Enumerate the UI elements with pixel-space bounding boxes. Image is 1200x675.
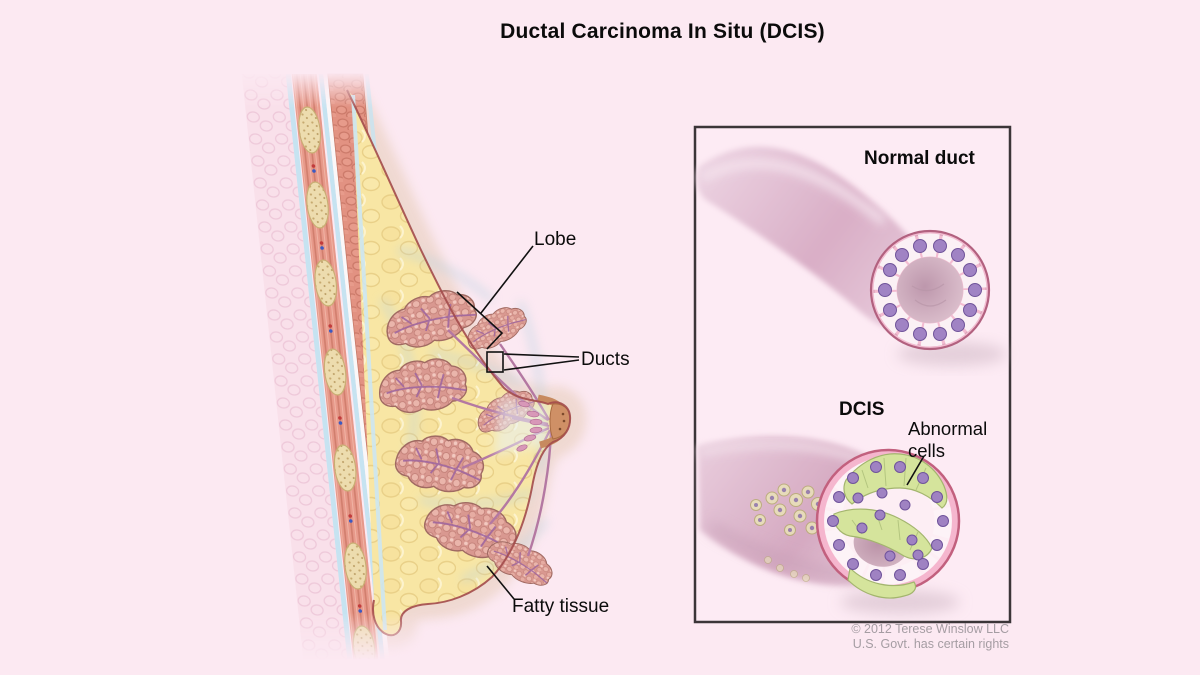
- lactiferous-sinuses: [516, 400, 543, 452]
- retromammary-fascia: [351, 94, 387, 631]
- ducts-highlight-box: [486, 351, 504, 373]
- normal-cell-nuclei: [878, 239, 982, 341]
- lobe-bracket: [456, 291, 504, 350]
- dcis-duct-shadow: [840, 590, 960, 614]
- label-normal-duct: Normal duct: [864, 148, 975, 169]
- inset-panel: [693, 125, 1012, 624]
- page-title: Ductal Carcinoma In Situ (DCIS): [500, 20, 825, 43]
- callout-lines: [456, 245, 580, 600]
- abnormal-cells-pointer-line: [906, 455, 925, 486]
- copyright-line-2: U.S. Govt. has certain rights: [852, 637, 1009, 651]
- ducts-pointer-lines: [503, 353, 580, 371]
- fascia-line: [318, 74, 385, 660]
- copyright-credit: © 2012 Terese Winslow LLC U.S. Govt. has…: [851, 622, 1009, 652]
- fatty-tissue-pointer-line: [486, 565, 515, 600]
- nipple-fan: [494, 396, 548, 456]
- lobe-pointer-line: [480, 245, 534, 314]
- dcis-cell-nuclei: [827, 461, 949, 581]
- dcis-duct-figure: [698, 436, 961, 614]
- normal-duct-figure: [696, 146, 1007, 366]
- label-ducts: Ducts: [581, 349, 630, 370]
- label-dcis: DCIS: [839, 399, 885, 420]
- intercostal-vessels: [311, 164, 363, 613]
- label-fatty-tissue: Fatty tissue: [512, 596, 610, 617]
- ribs: [298, 106, 376, 671]
- breast-outline: [346, 89, 572, 637]
- nipple-duct-openings: [558, 412, 566, 431]
- fascia-line: [285, 74, 353, 660]
- label-abnormal-cells: Abnormal cells: [908, 418, 988, 461]
- subcutaneous-fat-band: [241, 74, 348, 660]
- copyright-line-1: © 2012 Terese Winslow LLC: [851, 622, 1009, 636]
- breast-cross-section: [241, 73, 587, 671]
- label-lobe: Lobe: [534, 229, 577, 250]
